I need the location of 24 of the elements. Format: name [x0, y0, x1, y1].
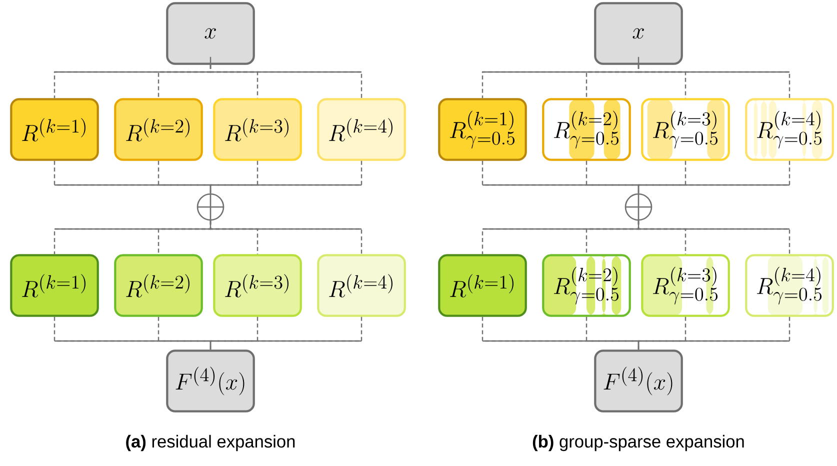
block-box: $R^{(k=4)}$	[317, 98, 406, 161]
sum-circle	[624, 193, 652, 221]
caption: (a) residual expansion	[126, 434, 295, 452]
connector	[638, 64, 790, 98]
block-box: $R^{(k=3)}_{\gamma=0.5}$	[641, 98, 730, 161]
block-box: $R^{(k=3)}_{\gamma=0.5}$	[641, 254, 730, 317]
block-box: $R^{(k=4)}$	[317, 254, 406, 317]
caption: (b) group-sparse expansion	[532, 434, 744, 452]
block-box: $R^{(k=3)}$	[213, 254, 302, 317]
formula-box: $x$	[594, 2, 683, 65]
block-box: $R^{(k=1)}$	[10, 98, 99, 161]
block-box: $R^{(k=2)}$	[114, 98, 203, 161]
formula-box: $x$	[166, 2, 255, 65]
block-box: $R^{(k=2)}$	[114, 254, 203, 317]
block-box: $R^{(k=1)}$	[438, 254, 527, 317]
block-box: $R^{(k=1)}_{\gamma=0.5}$	[438, 98, 527, 161]
formula-box: $F^{(4)}(x)$	[166, 350, 255, 412]
formula-box: $F^{(4)}(x)$	[594, 350, 683, 412]
sum-circle	[196, 193, 224, 221]
block-box: $R^{(k=1)}$	[10, 254, 99, 317]
connector	[210, 64, 362, 98]
block-box: $R^{(k=4)}_{\gamma=0.5}$	[745, 254, 834, 317]
block-box: $R^{(k=4)}_{\gamma=0.5}$	[745, 98, 834, 161]
block-box: $R^{(k=3)}$	[213, 98, 302, 161]
